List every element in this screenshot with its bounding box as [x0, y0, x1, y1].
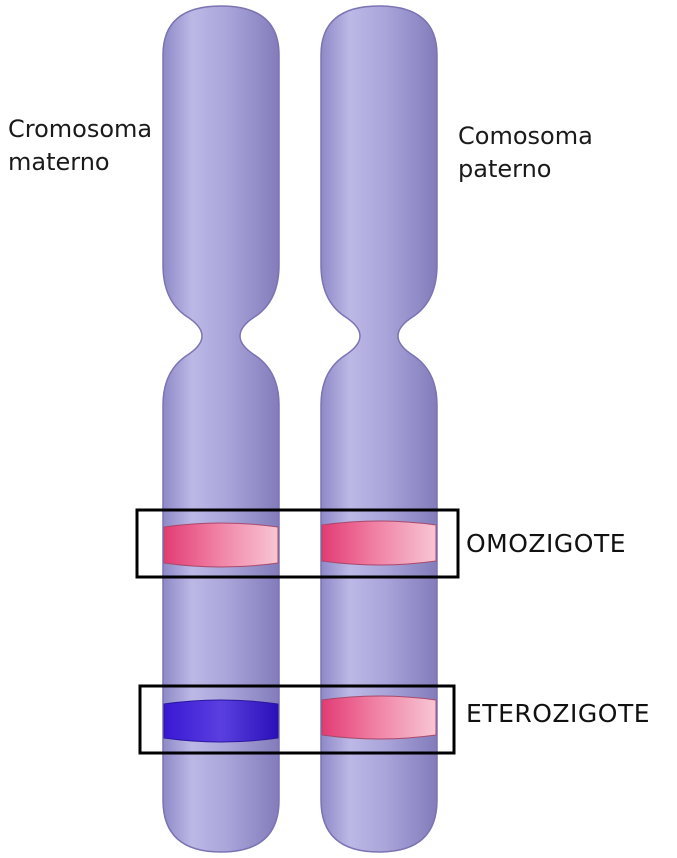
paternal-chromosome-label: Comosoma paterno — [458, 120, 593, 186]
paternal-allele-pink-band-top — [322, 521, 436, 565]
maternal-chromosome-label: Cromosoma materno — [8, 113, 152, 179]
heterozygote-label: ETEROZIGOTE — [466, 699, 650, 728]
paternal-label-line2: paterno — [458, 153, 593, 186]
paternal-allele-pink-band-bottom — [322, 696, 436, 739]
paternal-label-line1: Comosoma — [458, 120, 593, 153]
homozygote-label: OMOZIGOTE — [466, 529, 626, 558]
maternal-label-line1: Cromosoma — [8, 113, 152, 146]
maternal-label-line2: materno — [8, 146, 152, 179]
maternal-allele-blue-band — [164, 700, 278, 742]
maternal-allele-pink-band — [164, 523, 278, 567]
